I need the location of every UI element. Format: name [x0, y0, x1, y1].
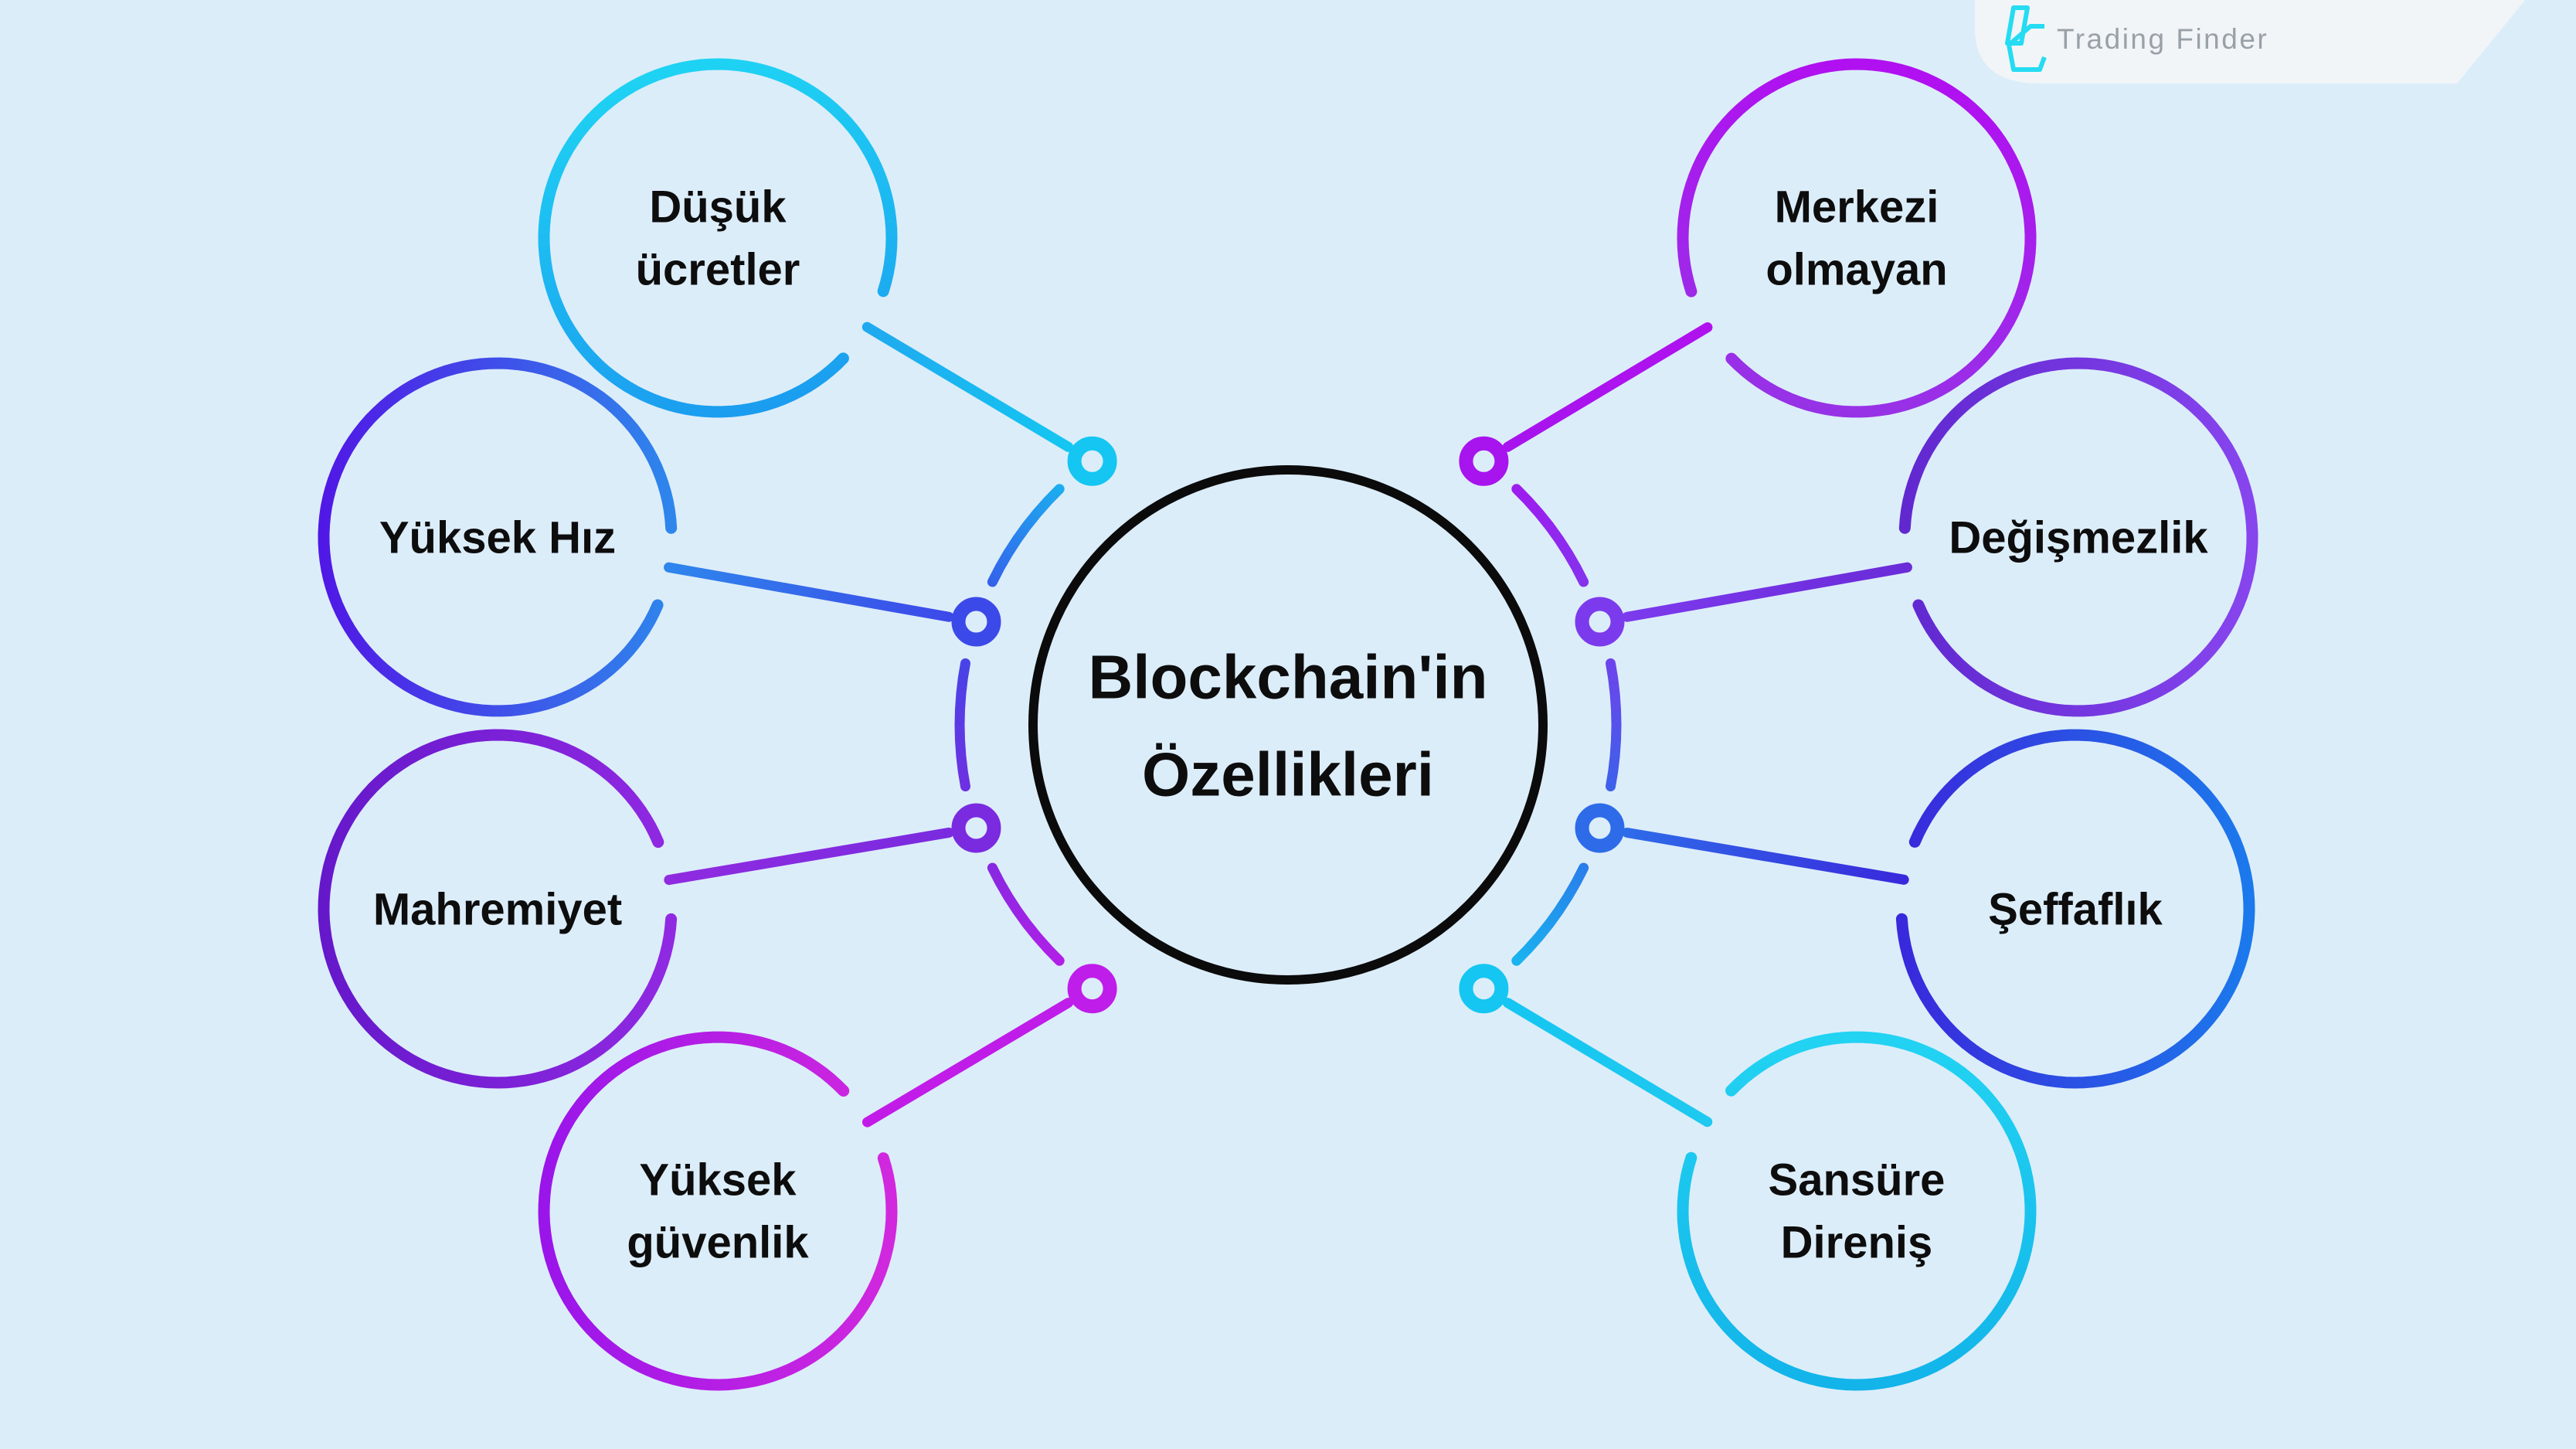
merkezi-olmayan-connector-line: [1502, 322, 1713, 452]
yuksek-hiz-connector-line: [664, 562, 954, 622]
satellite-dusuk-ucretler: Düşük ücretler: [538, 58, 1074, 452]
connector-arc: [987, 862, 1065, 966]
connector-arc: [1511, 484, 1589, 587]
sansure-direnis-connector-line: [1502, 998, 1713, 1128]
center-circle: [1028, 465, 1548, 985]
connector-node: [951, 597, 1001, 647]
dusuk-ucretler-label: ücretler: [636, 245, 800, 295]
satellite-yuksek-hiz: Yüksek Hız: [318, 357, 954, 717]
degismezlik-circle: [1898, 357, 2258, 717]
satellite-yuksek-guvenlik: Yüksek güvenlik: [538, 998, 1074, 1391]
yuksek-hiz-label: Yüksek Hız: [379, 513, 616, 563]
dusuk-ucretler-label: Düşük: [649, 182, 787, 233]
connector-arc: [954, 658, 970, 792]
sansure-direnis-label: Direniş: [1781, 1218, 1933, 1268]
brand-badge: Trading Finder: [1975, 0, 2525, 83]
connector-node: [1575, 597, 1625, 647]
dusuk-ucretler-connector-line: [861, 321, 1074, 452]
connector-node: [1459, 964, 1509, 1014]
connector-node: [1575, 803, 1625, 853]
merkezi-olmayan-label: Merkezi: [1775, 182, 1939, 233]
seffaflik-connector-line: [1622, 827, 1909, 885]
dusuk-ucretler-circle: [538, 58, 898, 418]
satellite-degismezlik: Değişmezlik: [1622, 357, 2258, 717]
seffaflik-circle: [1895, 729, 2255, 1089]
connector-node: [951, 803, 1001, 853]
center-title-line: Blockchain'in: [1089, 643, 1488, 712]
brand-badge-shape: [1975, 0, 2525, 83]
center-title-line: Özellikleri: [1142, 740, 1434, 809]
trading-finder-logo-icon: [2005, 5, 2030, 46]
connector-arc: [1606, 658, 1622, 792]
yuksek-guvenlik-label: Yüksek: [639, 1155, 797, 1206]
connector-node: [1067, 964, 1117, 1014]
brand-name: Trading Finder: [2057, 23, 2268, 55]
mahremiyet-label: Mahremiyet: [373, 885, 622, 935]
yuksek-guvenlik-circle: [538, 1031, 898, 1391]
yuksek-guvenlik-label: güvenlik: [627, 1218, 809, 1268]
yuksek-hiz-circle: [318, 357, 678, 717]
connector-arc: [1511, 862, 1589, 966]
satellite-seffaflik: Şeffaflık: [1622, 729, 2255, 1089]
mahremiyet-circle: [318, 729, 678, 1089]
mahremiyet-connector-line: [664, 827, 954, 886]
satellite-mahremiyet: Mahremiyet: [318, 729, 954, 1089]
yuksek-guvenlik-connector-line: [861, 998, 1074, 1128]
degismezlik-connector-line: [1622, 562, 1912, 622]
merkezi-olmayan-label: olmayan: [1765, 245, 1947, 295]
trading-finder-logo-icon: [2007, 24, 2047, 72]
connector-node: [1459, 436, 1509, 486]
connector-arc: [987, 484, 1065, 587]
sansure-direnis-circle: [1677, 1031, 2037, 1391]
degismezlik-label: Değişmezlik: [1949, 513, 2208, 563]
connector-node: [1067, 436, 1117, 486]
sansure-direnis-label: Sansüre: [1769, 1155, 1946, 1206]
seffaflik-label: Şeffaflık: [1988, 885, 2163, 935]
merkezi-olmayan-circle: [1677, 58, 2037, 418]
satellite-merkezi-olmayan: Merkezi olmayan: [1502, 58, 2037, 452]
